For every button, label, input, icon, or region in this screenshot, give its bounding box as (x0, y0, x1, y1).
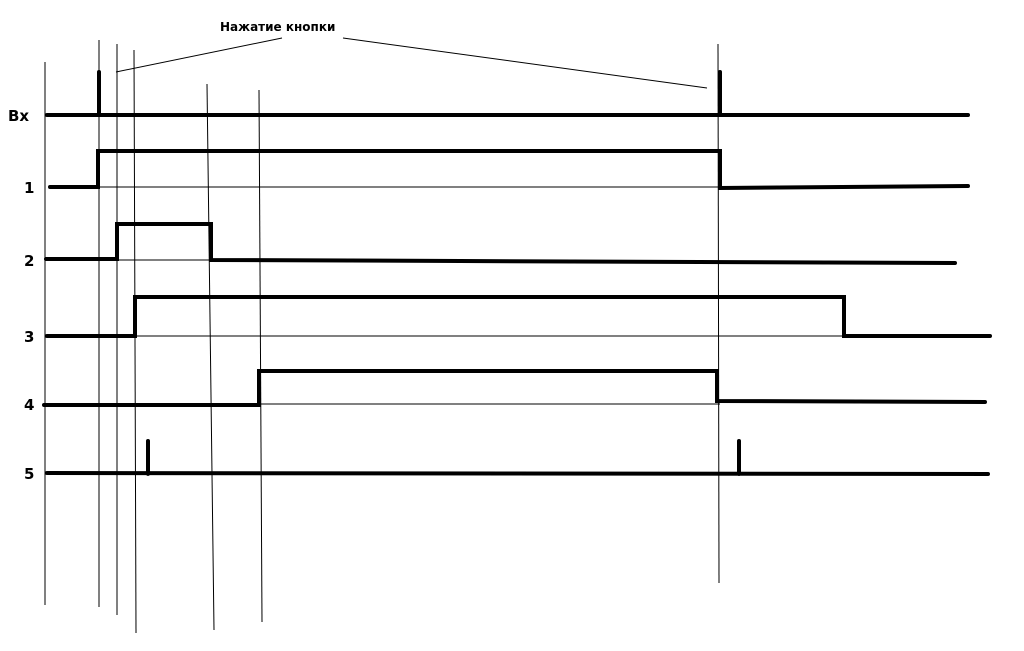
guide-line (258, 89, 263, 623)
signal-labels: Вх 1 2 3 4 5 (8, 107, 34, 483)
signal-label-4: 4 (24, 396, 34, 414)
callout-line-right (342, 37, 708, 89)
callout-line-left (115, 37, 283, 73)
waveforms (42, 70, 992, 476)
baselines (99, 186, 845, 405)
annotation-label: Нажатие кнопки (220, 20, 335, 34)
signal-label-vx: Вх (8, 107, 29, 125)
waveform-vx (45, 70, 970, 117)
guide-line (133, 49, 137, 634)
guide-lines (44, 40, 720, 634)
guide-line (717, 43, 720, 584)
signal-label-3: 3 (24, 328, 34, 346)
waveform-5 (45, 439, 990, 476)
signal-label-1: 1 (24, 179, 34, 197)
waveform-2 (44, 222, 957, 265)
annotation-callout: Нажатие кнопки (115, 20, 708, 89)
signal-label-5: 5 (24, 465, 34, 483)
waveform-3 (45, 295, 992, 338)
signal-label-2: 2 (24, 252, 34, 270)
waveform-4 (42, 369, 987, 407)
waveform-1 (48, 149, 970, 191)
guide-line (206, 83, 215, 631)
